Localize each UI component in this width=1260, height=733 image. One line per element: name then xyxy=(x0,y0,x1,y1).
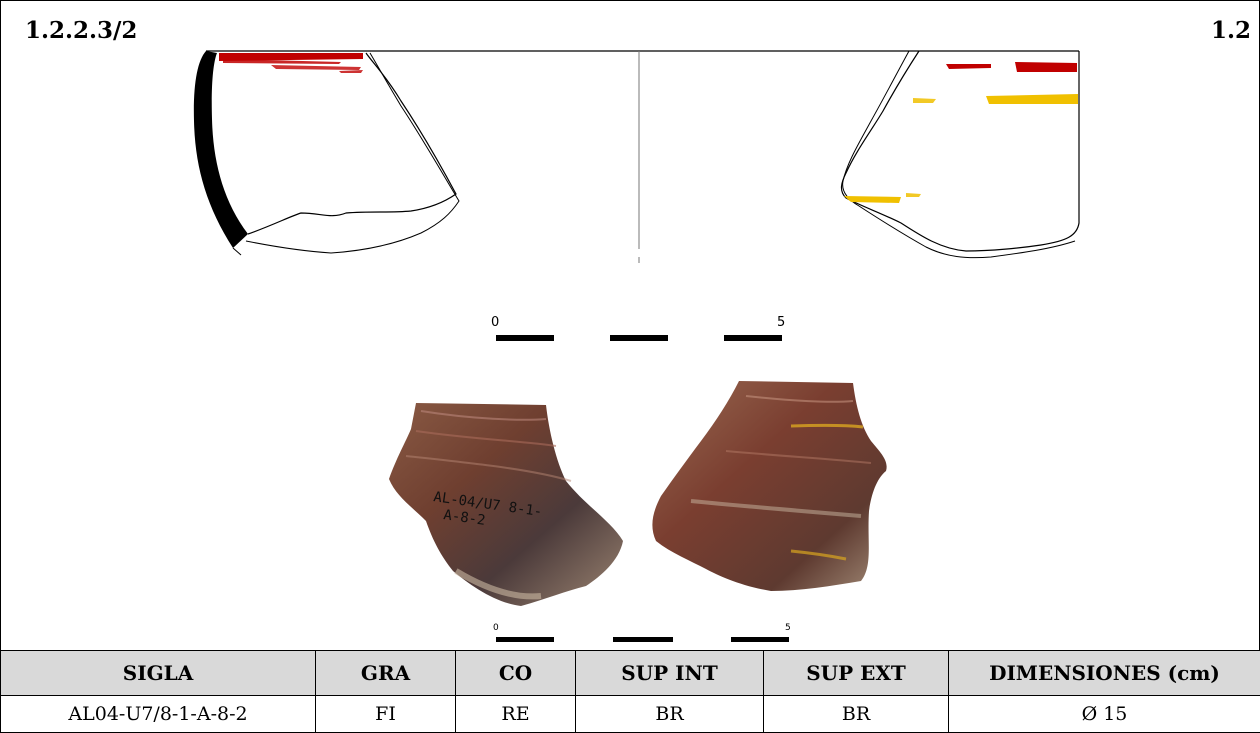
header-sup-ext: SUP EXT xyxy=(764,651,949,696)
photo-scale-bar: 0 5 xyxy=(493,623,793,651)
cell-gra: FI xyxy=(316,696,456,733)
cell-co: RE xyxy=(456,696,576,733)
photo-scale-start-label: 0 xyxy=(493,623,499,633)
sherd-photographs: AL-04/U7 8-1- A-8-2 xyxy=(1,1,1259,621)
cell-sup-int: BR xyxy=(576,696,764,733)
header-gra: GRA xyxy=(316,651,456,696)
table-row: AL04-U7/8-1-A-8-2 FI RE BR BR Ø 15 xyxy=(1,696,1260,733)
photo-scale-end-label: 5 xyxy=(785,623,791,633)
header-sigla: SIGLA xyxy=(1,651,316,696)
scale-segment xyxy=(731,637,789,642)
header-sup-int: SUP INT xyxy=(576,651,764,696)
cell-sup-ext: BR xyxy=(764,696,949,733)
scale-segment xyxy=(496,637,554,642)
table-header-row: SIGLA GRA CO SUP INT SUP EXT DIMENSIONES… xyxy=(1,651,1260,696)
sherd-data-table: SIGLA GRA CO SUP INT SUP EXT DIMENSIONES… xyxy=(0,650,1260,733)
cell-sigla: AL04-U7/8-1-A-8-2 xyxy=(1,696,316,733)
catalogue-sheet: 1.2.2.3/2 1.2 0 5 xyxy=(0,0,1260,651)
header-dimensiones: DIMENSIONES (cm) xyxy=(949,651,1260,696)
sherd-photo-exterior xyxy=(652,381,886,591)
cell-dimensiones: Ø 15 xyxy=(949,696,1260,733)
header-co: CO xyxy=(456,651,576,696)
scale-segment xyxy=(613,637,673,642)
